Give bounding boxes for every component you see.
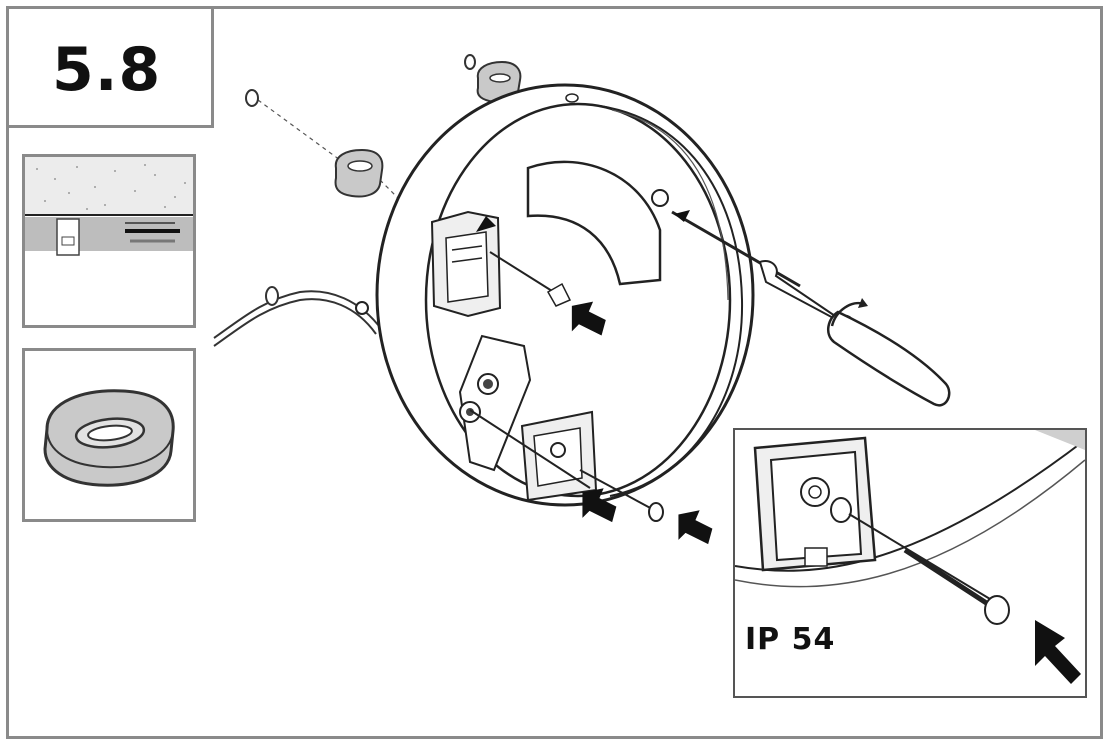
step-number: 5.8 xyxy=(52,35,162,105)
gasket-icon xyxy=(334,148,384,198)
screw-icon xyxy=(648,502,664,522)
gasket-icon xyxy=(476,60,522,104)
ip-rating-label: IP 54 xyxy=(745,622,836,657)
screw-icon xyxy=(984,595,1010,625)
detail-inset: IP 54 xyxy=(733,428,1087,698)
step-number-box xyxy=(6,6,214,128)
gasket-thumbnail xyxy=(22,348,196,522)
mounting-surface-thumbnail xyxy=(22,154,196,328)
screw-icon xyxy=(245,89,259,107)
arrow-icon xyxy=(476,210,713,545)
diagram-frame xyxy=(6,6,1103,739)
arrow-icon xyxy=(1035,620,1081,684)
screwdriver-icon xyxy=(671,210,951,407)
gasket-icon xyxy=(43,389,175,487)
